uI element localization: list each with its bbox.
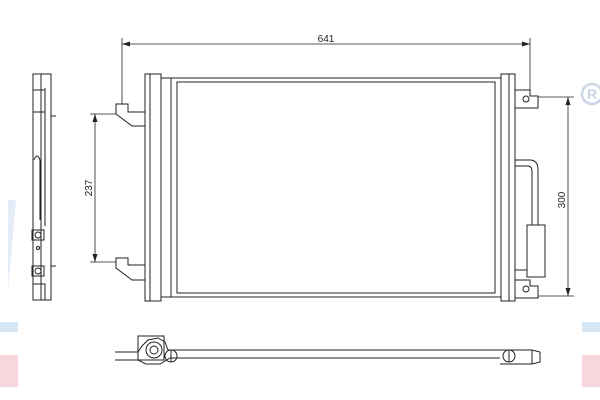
arrow-height-bottom: [565, 288, 571, 296]
bracket-top-right: [514, 89, 539, 109]
side-view-fitting-lower-port: [34, 267, 42, 275]
watermark-band-pink-left: [0, 355, 18, 387]
arrow-height-top: [565, 97, 571, 105]
bottom-view-fitting-outer: [145, 341, 163, 359]
side-view: [31, 73, 56, 301]
bracket-bottom-left: [115, 257, 146, 281]
watermark-band-blue-right: [582, 322, 600, 332]
arrow-spacing-bottom: [92, 254, 98, 262]
side-view-inlet-pipe: [33, 155, 41, 220]
receiver-drier: [526, 224, 546, 278]
registered-mark-letter: R: [587, 86, 597, 102]
bracket-bottom-right-hole: [522, 285, 530, 293]
arrow-spacing-top: [92, 114, 98, 122]
dimension-lines: [90, 38, 574, 297]
right-header-tank: [500, 73, 516, 302]
condenser-core-fins: [176, 81, 496, 294]
bottom-view-bracket-left: [137, 335, 165, 361]
dimension-label-width: 641: [318, 34, 335, 45]
dimension-label-bracket-spacing: 237: [84, 179, 95, 196]
side-view-bolt-hole: [36, 246, 40, 250]
arrow-width-left: [122, 41, 130, 47]
bottom-view: [115, 335, 541, 365]
registered-mark: R: [580, 82, 600, 106]
drier-pipe-outer: [515, 159, 539, 225]
left-header-collar: [160, 77, 172, 298]
side-view-top-bracket: [33, 89, 46, 113]
bracket-top-left: [115, 103, 146, 127]
watermark-band-blue-left: [0, 322, 18, 332]
front-view: [115, 73, 546, 302]
dimension-label-height: 300: [557, 191, 568, 208]
condenser-core: [170, 77, 502, 298]
bottom-view-fitting-inner: [149, 345, 159, 355]
bottom-view-top-edge: [115, 337, 500, 353]
watermark-band-pink-right: [582, 355, 600, 387]
dimension-arrows: [92, 41, 571, 296]
bottom-view-bracket-right: [500, 349, 541, 365]
side-view-fitting-upper: [31, 229, 45, 241]
side-view-outline: [32, 73, 52, 301]
bracket-bottom-right: [514, 279, 539, 299]
drier-pipe-inner: [515, 165, 533, 225]
side-view-bottom-bracket: [33, 283, 46, 300]
watermark-shape-left: [8, 200, 16, 290]
watermark-layer: R: [0, 82, 600, 387]
side-view-fitting-lower: [31, 265, 45, 277]
bracket-top-right-hole: [522, 95, 530, 103]
arrow-width-right: [522, 41, 530, 47]
left-header-tank: [144, 73, 162, 302]
bottom-view-bottom-edge: [115, 357, 500, 365]
side-view-fitting-upper-port: [34, 231, 42, 239]
